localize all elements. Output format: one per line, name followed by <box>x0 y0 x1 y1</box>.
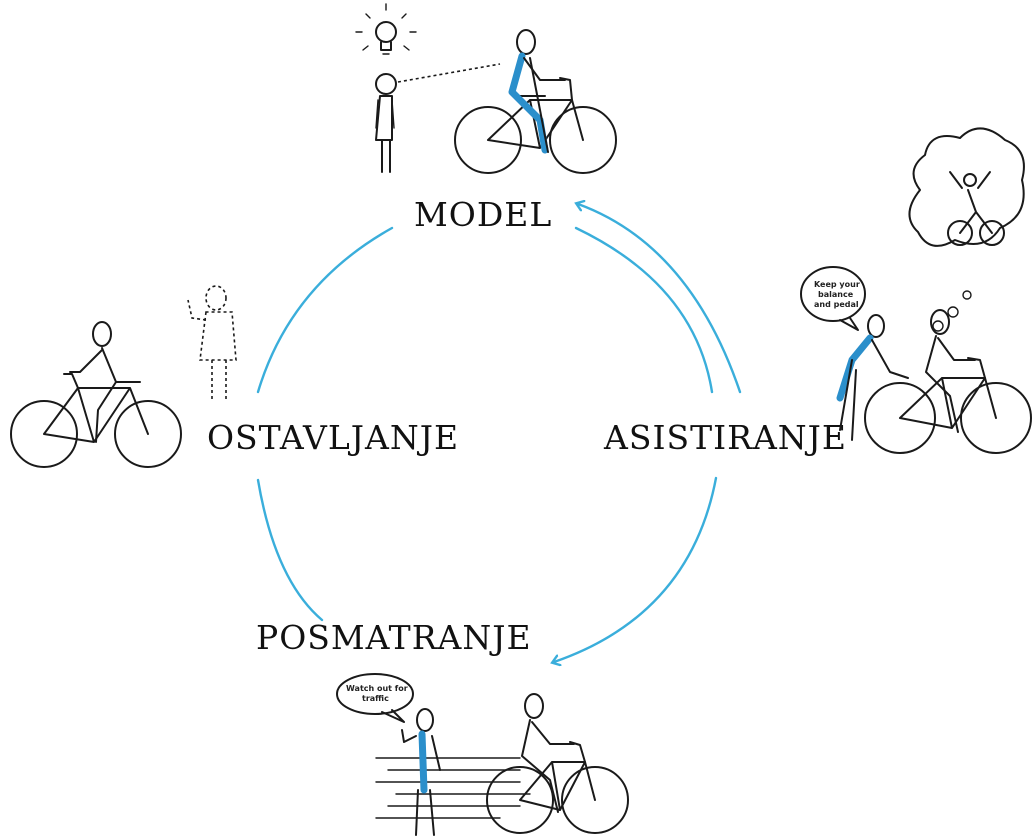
helper-person-icon <box>836 314 909 441</box>
arc-model-to-assisting <box>574 226 714 394</box>
model-rider-bicycle-icon <box>454 29 617 174</box>
cycle-arrows <box>256 204 742 662</box>
assist-speech-bubble: Keep your balance and pedal <box>800 266 866 331</box>
stage-label-assisting: ASISTIRANJE <box>603 418 847 457</box>
solo-rider-bicycle-icon <box>10 321 182 468</box>
leaving-illustration <box>10 285 237 468</box>
arc-leaving-to-observing <box>256 478 324 622</box>
arc-model-to-leaving <box>256 226 394 394</box>
assisted-rider-bicycle-icon <box>864 309 1032 454</box>
assist-bubble-line-3: and pedal <box>814 300 859 309</box>
assist-bubble-line-2: balance <box>818 290 854 299</box>
fading-person-icon <box>187 285 237 400</box>
arc-assisting-to-model <box>578 204 742 394</box>
assist-bubble-line-1: Keep your <box>814 280 860 289</box>
stage-label-leaving: OSTAVLJANJE <box>207 418 459 457</box>
thought-cloud-icon <box>908 127 1025 332</box>
arc-assisting-to-observing <box>554 476 718 662</box>
model-illustration <box>355 3 617 174</box>
assisting-illustration: Keep your balance and pedal <box>800 127 1032 454</box>
observe-bubble-line-1: Watch out for <box>346 684 408 693</box>
stage-label-model: MODEL <box>414 195 552 234</box>
observer-person-icon <box>401 708 441 836</box>
motion-lines <box>375 757 531 819</box>
observe-speech-bubble: Watch out for traffic <box>336 673 414 723</box>
gaze-line <box>397 63 501 83</box>
observing-illustration: Watch out for traffic <box>336 673 629 836</box>
observe-bubble-line-2: traffic <box>362 694 389 703</box>
observed-rider-bicycle-icon <box>486 693 629 834</box>
lightbulb-icon <box>355 3 417 55</box>
stage-label-observing: POSMATRANJE <box>256 618 532 657</box>
standing-person-icon <box>375 73 397 173</box>
